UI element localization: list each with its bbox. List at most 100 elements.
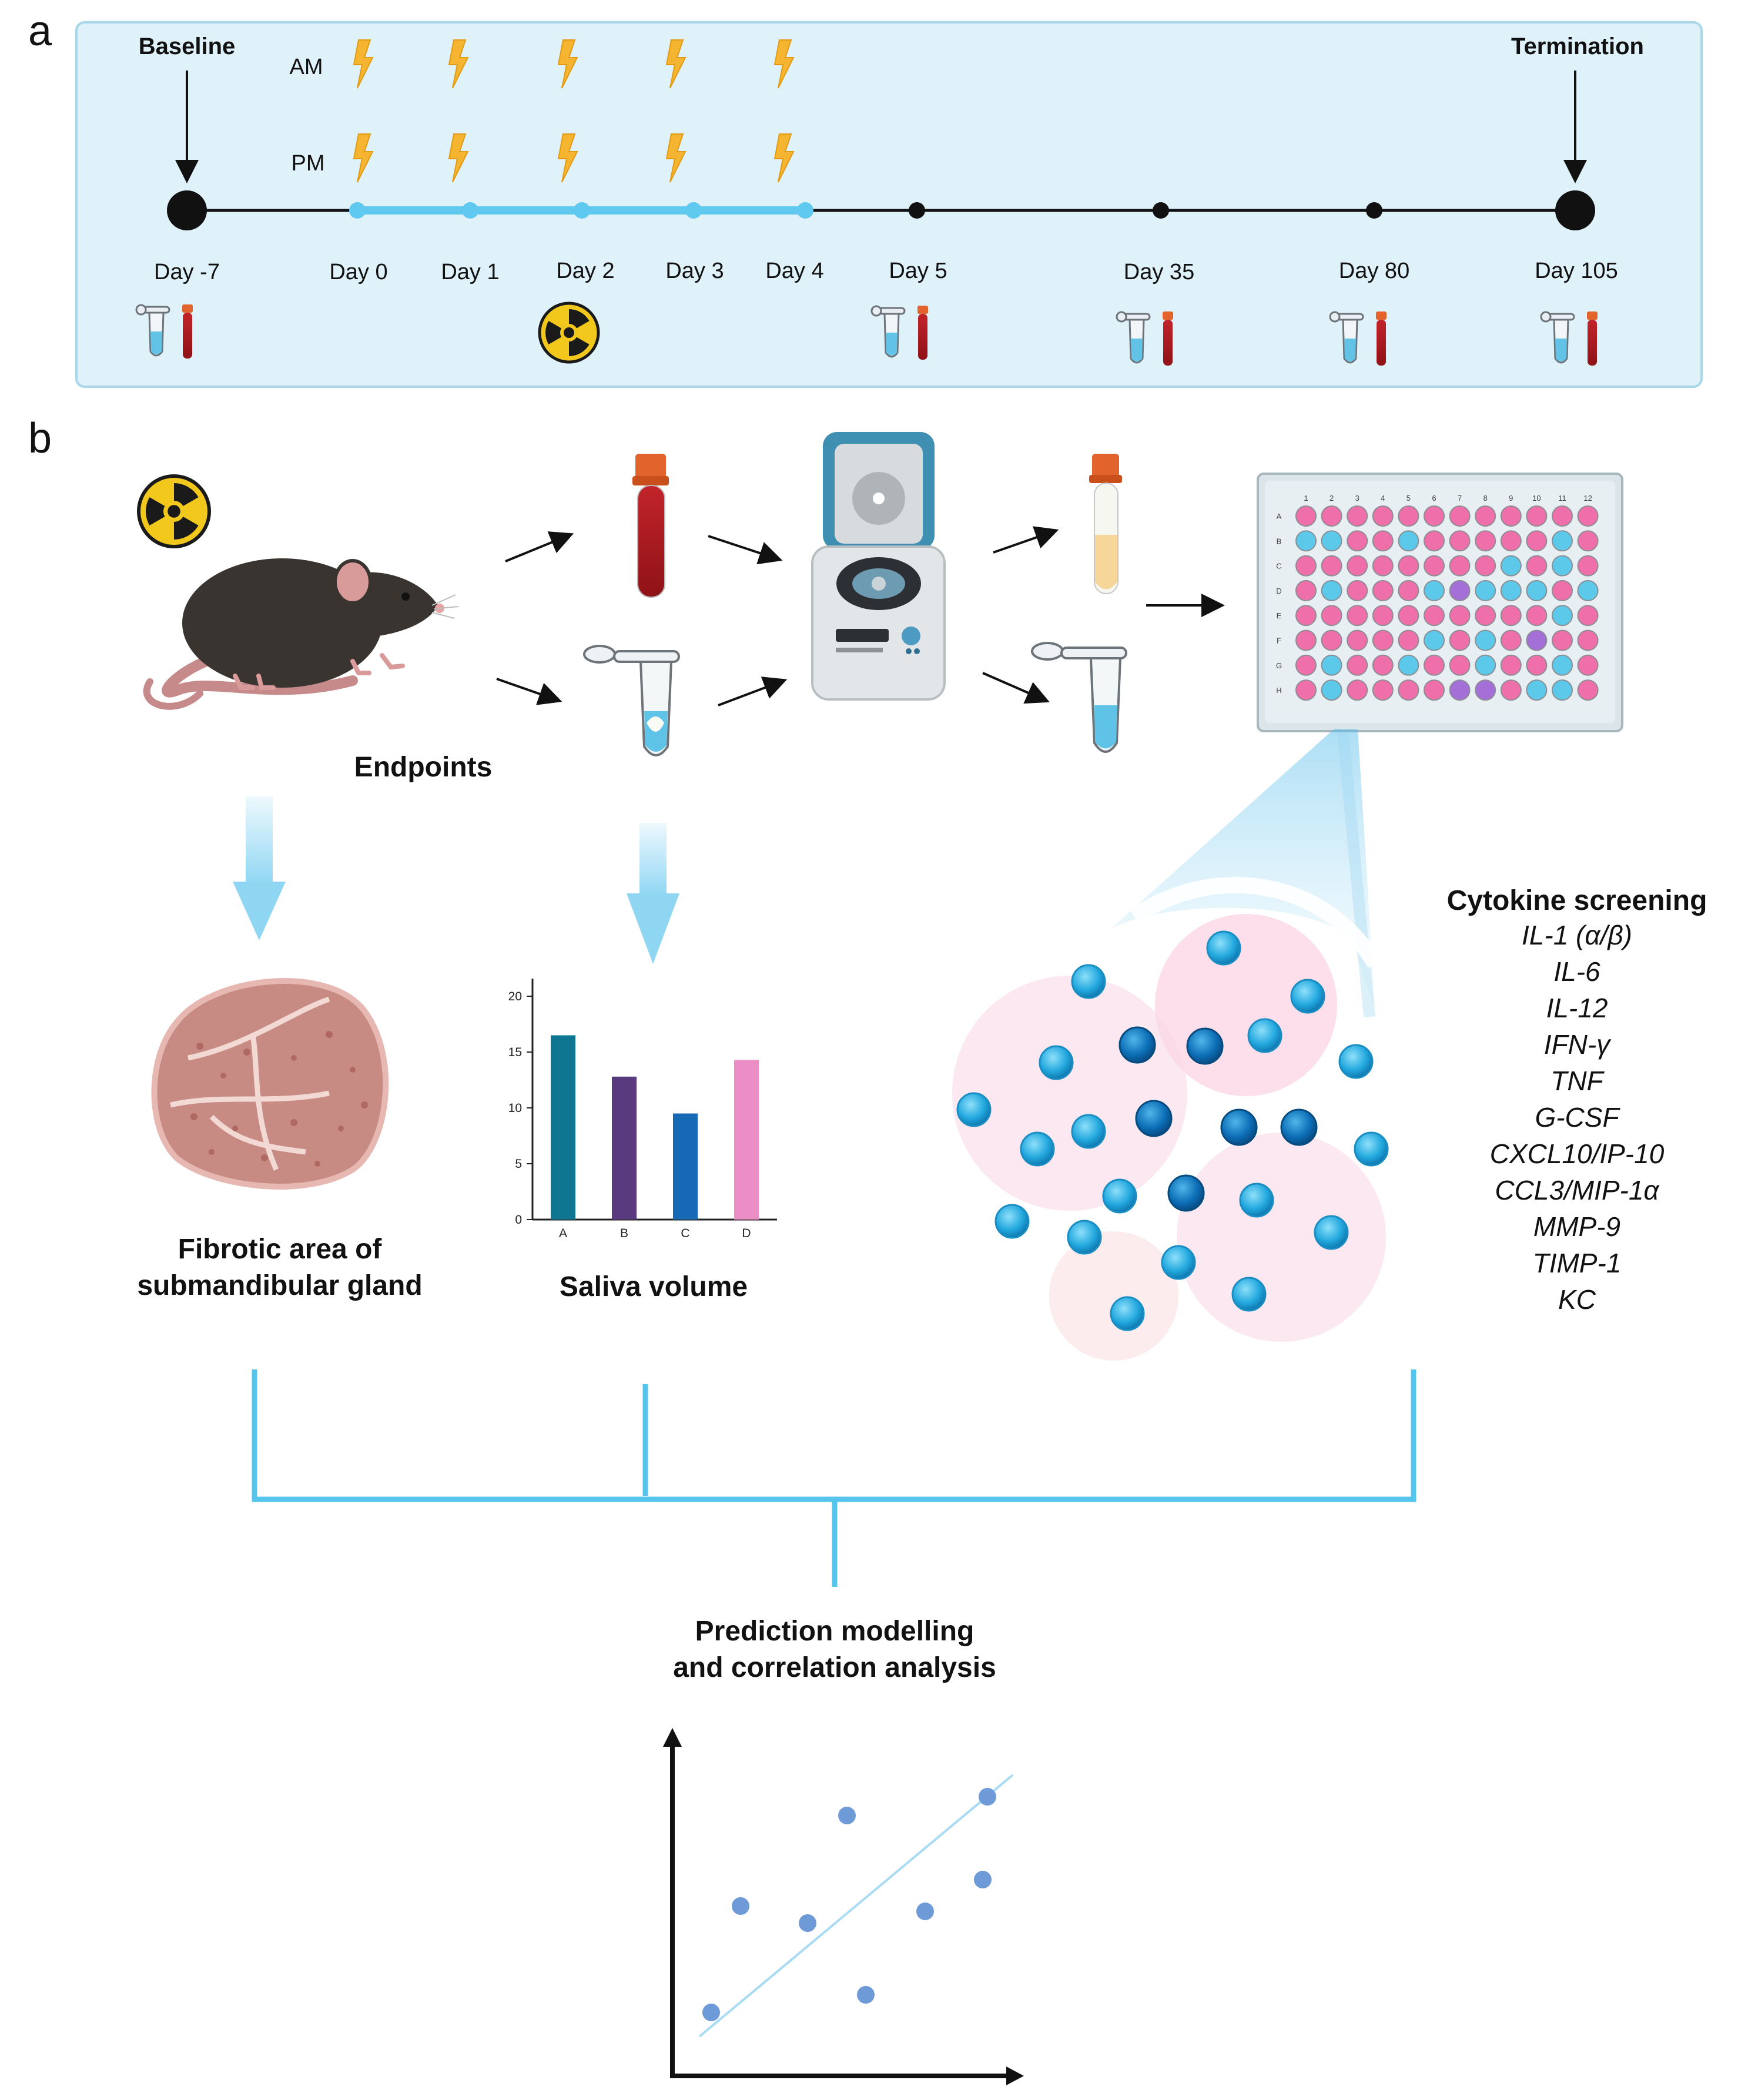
plate-well [1475,580,1496,601]
bar [612,1076,637,1220]
plate-well [1424,605,1445,627]
plate-well [1295,605,1317,627]
plate-well [1398,679,1419,701]
plate-well [1449,505,1471,527]
cytokine-item: CXCL10/IP-10 [1489,1138,1665,1169]
plate-well [1372,629,1394,651]
plate-well [1475,505,1496,527]
x-tick-label: D [742,1227,751,1240]
plate-row-label: H [1276,686,1281,695]
plate-well [1321,555,1342,577]
plate-row-label: B [1277,537,1282,545]
bead [1247,1018,1282,1053]
plate-column-label: 1 [1304,494,1308,503]
y-tick-label: 20 [508,990,522,1003]
plate-well [1577,605,1599,627]
plate-well [1526,654,1548,676]
panel-b-label: b [28,415,52,462]
plate-row-label: A [1277,512,1282,521]
plate-well [1295,555,1317,577]
pm-label: PM [291,151,325,176]
plate-well [1295,580,1317,601]
panel-a-label: a [28,8,52,55]
plate-well [1577,530,1599,552]
x-tick-label: A [559,1227,567,1240]
plate-well [1295,530,1317,552]
plate-well [1475,555,1496,577]
bar [673,1113,698,1220]
plate-well [1449,530,1471,552]
plate-well [1577,580,1599,601]
plate-well [1424,679,1445,701]
bead [1071,964,1106,999]
plate-well [1347,530,1368,552]
plate-well [1500,530,1522,552]
cytokine-item: IL-12 [1546,993,1608,1023]
bead [1020,1131,1055,1167]
y-tick-label: 5 [515,1157,522,1171]
plate-well [1347,679,1368,701]
plate-well [1552,679,1573,701]
plate-well [1398,629,1419,651]
plate-well [1321,580,1342,601]
cytokine-item: IL-6 [1553,956,1600,987]
plate-well [1372,505,1394,527]
plate-well [1398,505,1419,527]
bead [1338,1044,1374,1079]
plate-well [1424,530,1445,552]
plate-well [1577,505,1599,527]
plate-well [1347,629,1368,651]
am-label: AM [289,55,323,79]
plate-column-label: 12 [1583,494,1592,503]
plate-well [1424,654,1445,676]
bar [734,1060,759,1220]
plate-well [1372,530,1394,552]
bead [1280,1108,1318,1146]
termination-label: Termination [1511,34,1644,59]
bead [1354,1131,1389,1167]
plate-well [1500,629,1522,651]
plate-well [1577,629,1599,651]
cytokine-item: KC [1558,1284,1596,1315]
baseline-label: Baseline [138,34,236,59]
plate-well [1500,654,1522,676]
bead [1167,1174,1205,1212]
plate-column-label: 10 [1532,494,1541,503]
plate-row-label: E [1277,611,1282,620]
bead [1220,1108,1258,1146]
plate-well [1321,654,1342,676]
day-label: Day 2 [556,259,615,283]
day-label: Day 3 [665,259,724,283]
plate-column-label: 11 [1558,494,1566,503]
bead [1206,930,1241,966]
plate-well [1526,580,1548,601]
day-label: Day 80 [1338,259,1410,283]
plate-column-label: 5 [1407,494,1411,503]
plate-well [1552,580,1573,601]
bead [1161,1245,1196,1280]
plate-column-label: 6 [1432,494,1436,503]
plate-column-label: 7 [1458,494,1462,503]
plate-well [1295,679,1317,701]
bead [1239,1183,1274,1218]
plate-well [1449,605,1471,627]
plate-well [1398,530,1419,552]
cytokine-title: Cytokine screening [1446,885,1707,916]
day-label: Day 5 [889,259,947,283]
day-label: Day 4 [765,259,824,283]
bead [994,1204,1030,1239]
plate-well [1347,555,1368,577]
plate-column-label: 3 [1355,494,1359,503]
plate-well [1526,605,1548,627]
plate-well [1552,505,1573,527]
plate-well [1552,530,1573,552]
saliva-volume-label: Saliva volume [559,1271,748,1302]
y-tick-label: 0 [515,1213,522,1227]
day-label: Day -7 [154,260,220,284]
plate-row-label: D [1276,587,1281,595]
bead [1067,1220,1102,1255]
bead [1110,1296,1145,1331]
plate-well [1577,679,1599,701]
cytokine-item: IFN-γ [1543,1029,1610,1060]
